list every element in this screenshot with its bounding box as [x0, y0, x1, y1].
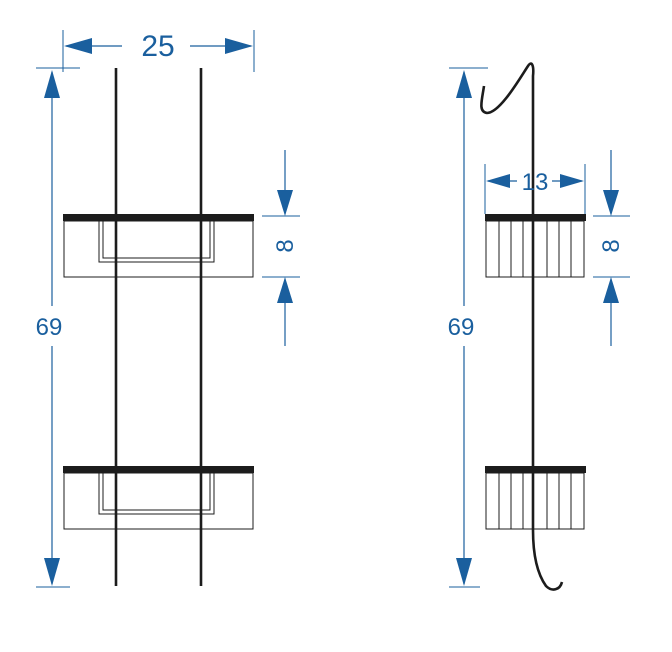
side-lower-basket-slats: [498, 473, 572, 529]
arrow-left-icon: [486, 174, 510, 188]
front-width-label: 25: [141, 30, 174, 63]
front-lower-basket-rim: [63, 466, 254, 473]
front-width-dimension: 25: [62, 30, 255, 72]
arrow-up-icon: [456, 70, 472, 98]
side-basket-height-dimension: 8: [593, 150, 630, 346]
front-lower-basket-inner-2: [102, 473, 211, 511]
side-lower-basket: [485, 466, 586, 530]
arrow-down-icon: [456, 558, 472, 586]
arrow-down-icon: [277, 190, 293, 216]
side-basket-height-label: 8: [598, 239, 625, 252]
arrow-up-icon: [603, 277, 619, 303]
front-upper-basket-body: [63, 220, 254, 278]
front-upper-basket-inner: [98, 221, 215, 263]
front-upper-basket: [63, 214, 254, 278]
side-upper-basket-slats: [498, 221, 572, 277]
front-height-dimension: 69: [36, 67, 80, 588]
front-lower-basket: [63, 466, 254, 530]
arrow-down-icon: [44, 558, 60, 586]
arrow-down-icon: [603, 190, 619, 216]
front-view: 25 69 8: [36, 30, 300, 588]
side-lower-basket-body: [485, 472, 585, 530]
arrow-up-icon: [277, 277, 293, 303]
side-upper-basket-rim: [485, 214, 586, 221]
arrow-up-icon: [44, 70, 60, 98]
front-height-label: 69: [36, 314, 63, 341]
front-upper-basket-inner-2: [102, 221, 211, 259]
side-depth-dimension: 13: [484, 164, 586, 214]
front-lower-basket-body: [63, 472, 254, 530]
front-basket-height-dimension: 8: [262, 150, 300, 346]
side-lower-basket-rim: [485, 466, 586, 473]
side-view: 13 69 8: [448, 62, 630, 591]
front-lower-basket-inner: [98, 473, 215, 515]
side-depth-label: 13: [522, 169, 549, 196]
front-upper-basket-rim: [63, 214, 254, 221]
side-upper-basket-body: [485, 220, 585, 278]
side-upper-basket: [485, 214, 586, 278]
side-height-label: 69: [448, 314, 475, 341]
front-basket-height-label: 8: [272, 239, 299, 252]
side-height-dimension: 69: [448, 67, 488, 588]
arrow-right-icon: [560, 174, 584, 188]
side-rod-with-hook: [480, 62, 564, 591]
arrow-left-icon: [64, 38, 92, 54]
arrow-right-icon: [225, 38, 253, 54]
